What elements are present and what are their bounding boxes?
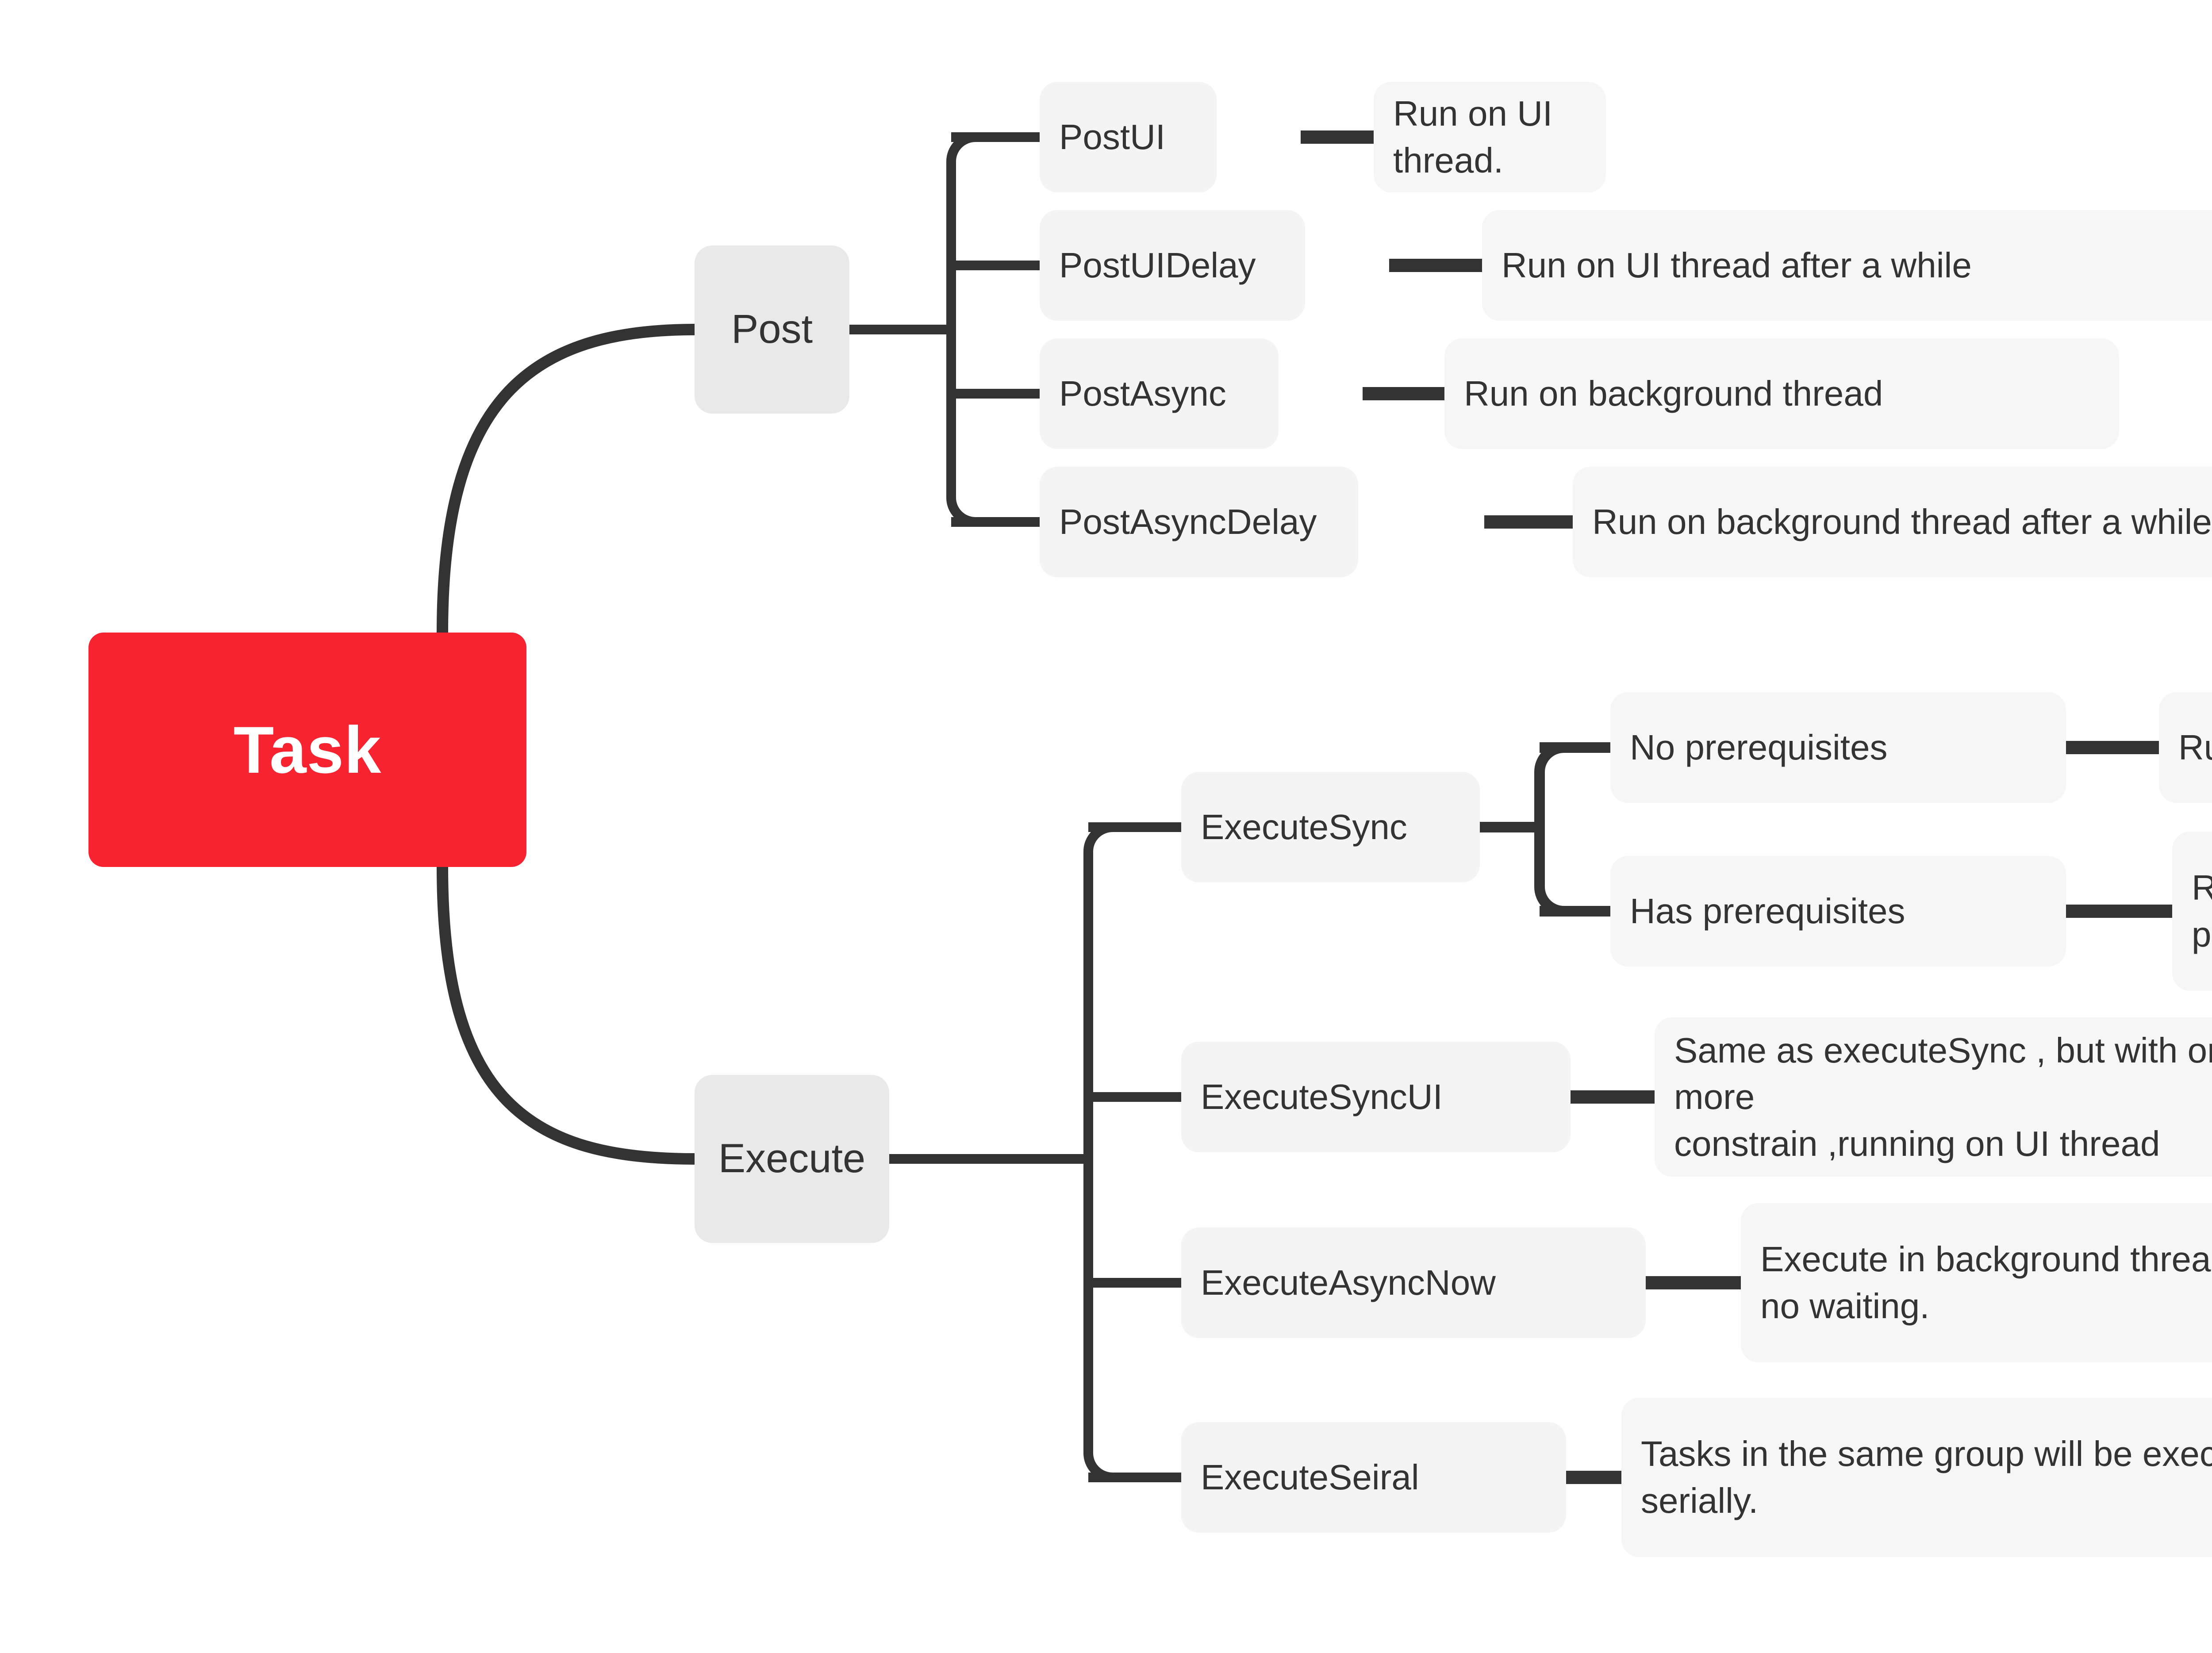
node-has-prerequisites-detail[interactable]: Run in the thread right after the final … [2172, 832, 2212, 991]
node-postasyncdelay[interactable]: PostAsyncDelay [1040, 467, 1358, 577]
node-postasync-detail-label: Run on background thread [1464, 374, 1883, 414]
node-executeseiral-label: ExecuteSeiral [1201, 1457, 1419, 1497]
node-postuidelay-label: PostUIDelay [1059, 245, 1256, 285]
edge-task-post [437, 324, 695, 633]
node-postuidelay[interactable]: PostUIDelay [1040, 210, 1305, 321]
node-no-prerequisites-detail[interactable]: Run now in current thread [2159, 692, 2212, 803]
node-no-prerequisites[interactable]: No prerequisites [1610, 692, 2066, 803]
node-postasync-detail[interactable]: Run on background thread [1444, 338, 2119, 449]
node-executesyncui-detail-label: Same as executeSync , but with one more … [1674, 1030, 2212, 1163]
node-postasyncdelay-detail-label: Run on background thread after a while [1592, 502, 2212, 542]
node-executeseiral-detail-label: Tasks in the same group will be executed… [1641, 1434, 2212, 1520]
node-postasyncdelay-detail[interactable]: Run on background thread after a while [1573, 467, 2212, 577]
node-executesyncui[interactable]: ExecuteSyncUI [1181, 1042, 1571, 1152]
node-has-prerequisites-label: Has prerequisites [1630, 891, 1905, 931]
node-postui-detail[interactable]: Run on UI thread. [1374, 82, 1606, 192]
node-executesyncui-label: ExecuteSyncUI [1201, 1077, 1443, 1117]
node-executeseiral[interactable]: ExecuteSeiral [1181, 1422, 1566, 1533]
branch-node-execute-label: Execute [718, 1136, 866, 1181]
edge-executesync-spine [1534, 742, 1564, 917]
node-postuidelay-detail-label: Run on UI thread after a while [1502, 245, 1972, 285]
node-executesync-label: ExecuteSync [1201, 807, 1407, 847]
node-postuidelay-detail[interactable]: Run on UI thread after a while [1482, 210, 2212, 321]
edge-execute-spine [1083, 822, 1113, 1482]
node-executeasyncnow-detail-label: Execute in background thread right now ,… [1760, 1239, 2212, 1326]
branch-node-execute[interactable]: Execute [695, 1075, 889, 1243]
node-executeasyncnow[interactable]: ExecuteAsyncNow [1181, 1227, 1646, 1338]
node-executesync[interactable]: ExecuteSync [1181, 772, 1480, 882]
node-executeseiral-detail[interactable]: Tasks in the same group will be executed… [1621, 1398, 2212, 1557]
branch-node-post[interactable]: Post [695, 245, 849, 414]
node-postasyncdelay-label: PostAsyncDelay [1059, 502, 1317, 542]
node-no-prerequisites-detail-label: Run now in current thread [2178, 728, 2212, 767]
edge-task-execute [437, 867, 695, 1165]
node-has-prerequisites-detail-label: Run in the thread right after the final … [2192, 868, 2212, 954]
node-postui[interactable]: PostUI [1040, 82, 1217, 192]
node-postasync[interactable]: PostAsync [1040, 338, 1279, 449]
node-no-prerequisites-label: No prerequisites [1630, 728, 1888, 767]
root-node-task[interactable]: Task [88, 633, 526, 867]
node-executeasyncnow-label: ExecuteAsyncNow [1201, 1263, 1496, 1303]
node-postui-detail-label: Run on UI thread. [1393, 94, 1553, 180]
node-has-prerequisites[interactable]: Has prerequisites [1610, 856, 2066, 966]
node-executeasyncnow-detail[interactable]: Execute in background thread right now ,… [1741, 1203, 2212, 1362]
root-node-label: Task [233, 713, 382, 787]
edge-post-spine [946, 132, 976, 527]
node-executesyncui-detail[interactable]: Same as executeSync , but with one more … [1655, 1017, 2212, 1177]
node-postasync-label: PostAsync [1059, 374, 1226, 414]
branch-node-post-label: Post [731, 307, 813, 352]
node-postui-label: PostUI [1059, 117, 1166, 157]
